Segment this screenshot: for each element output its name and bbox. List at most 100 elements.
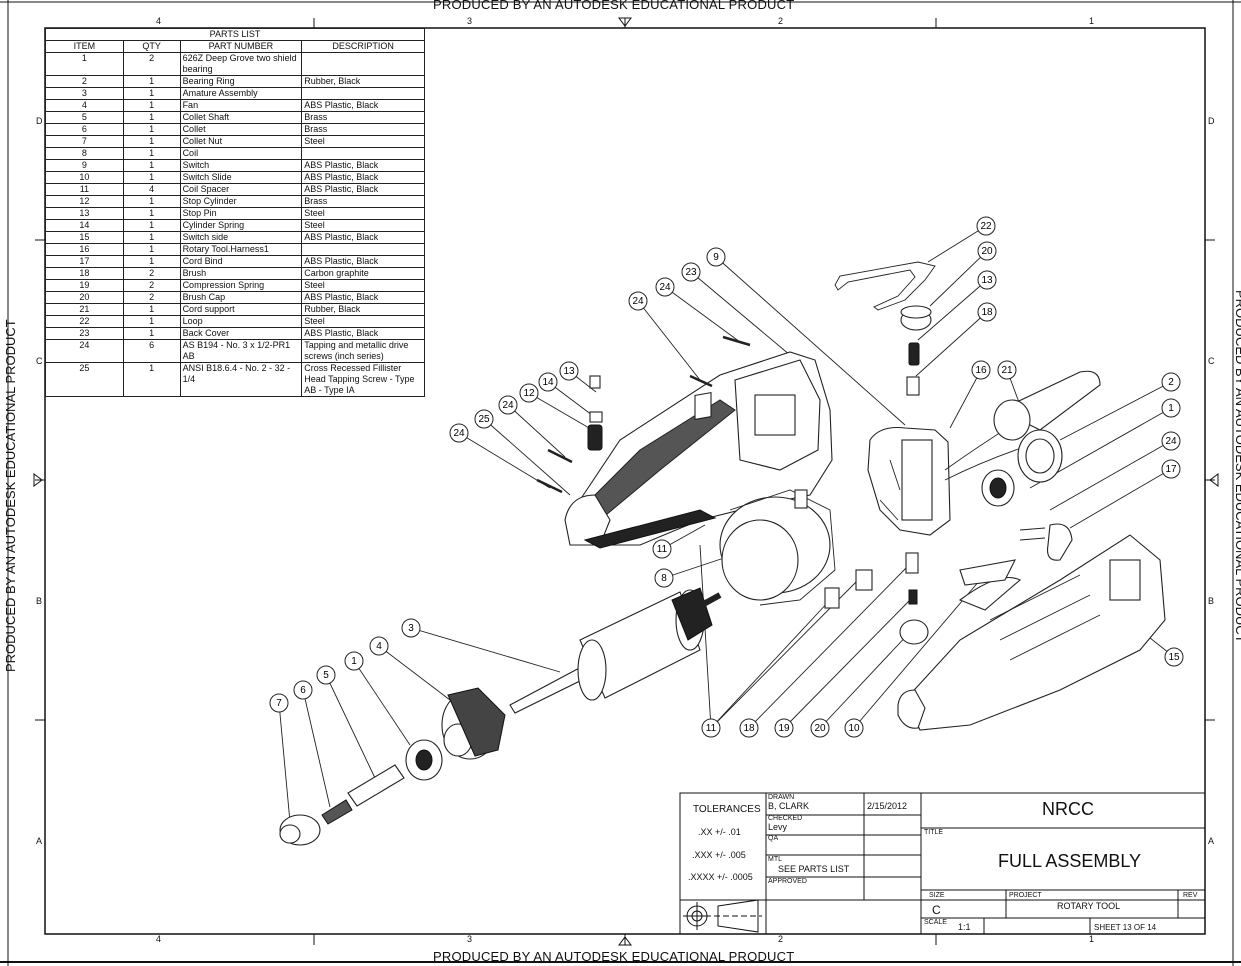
balloon-label: 7 [276, 698, 282, 709]
cord-support-part [981, 370, 1101, 507]
loop-wire [834, 261, 936, 311]
balloon-label: 22 [980, 221, 992, 232]
coil-part [719, 489, 836, 606]
zone-row-b: B [36, 596, 43, 606]
balloon-label: 9 [713, 252, 719, 263]
balloon-label: 11 [657, 544, 668, 555]
parts-list-table: PARTS LIST ITEM QTY PART NUMBER DESCRIPT… [45, 28, 425, 397]
item-balloon: 24 [449, 423, 469, 443]
item-balloon: 8 [654, 568, 674, 588]
zone-row-d: D [36, 116, 43, 126]
balloon-label: 19 [778, 723, 790, 734]
item-balloon: 3 [401, 618, 421, 638]
balloon-label: 8 [661, 573, 667, 584]
balloon-label: 12 [523, 388, 535, 399]
item-balloon: 5 [316, 665, 336, 685]
item-balloon: 23 [681, 262, 701, 282]
scale-label: SCALE [924, 919, 947, 926]
drawing-title: FULL ASSEMBLY [998, 851, 1142, 871]
watermark-bottom: PRODUCED BY AN AUTODESK EDUCATIONAL PROD… [433, 949, 795, 964]
balloon-label: 15 [1168, 652, 1180, 663]
tolerance-xx: .XX +/- .01 [698, 827, 741, 837]
item-balloon: 18 [739, 718, 759, 738]
item-balloon: 24 [628, 291, 648, 311]
item-balloon: 13 [977, 270, 997, 290]
zone-row-c: C [36, 356, 43, 366]
item-balloon: 21 [997, 360, 1017, 380]
item-balloon: 11 [652, 539, 672, 559]
brush-cap-part [900, 305, 932, 331]
balloon-label: 25 [478, 414, 490, 425]
zone-col-2-bottom: 2 [778, 934, 784, 944]
rev-label: REV [1183, 892, 1198, 899]
title-label: TITLE [924, 829, 944, 836]
item-balloon: 24 [498, 395, 518, 415]
balloon-label: 24 [453, 428, 465, 439]
checked-label: CHECKED [768, 815, 803, 822]
balloon-label: 23 [685, 267, 697, 278]
coil-spacer-parts [694, 391, 873, 609]
switch-side-housing [897, 534, 1166, 731]
item-balloon: 25 [474, 409, 494, 429]
item-balloon: 17 [1161, 459, 1181, 479]
armature-part [509, 587, 722, 714]
item-balloon: 24 [1161, 431, 1181, 451]
balloon-label: 1 [351, 656, 357, 667]
sheet-number: SHEET 13 OF 14 [1094, 923, 1157, 932]
zone-row-d-right: D [1208, 116, 1215, 126]
item-balloon: 22 [976, 216, 996, 236]
balloon-label: 24 [502, 400, 514, 411]
item-balloon: 20 [977, 241, 997, 261]
item-balloon: 6 [293, 680, 313, 700]
balloon-label: 20 [981, 246, 993, 257]
balloon-label: 2 [1168, 377, 1174, 388]
watermark-top: PRODUCED BY AN AUTODESK EDUCATIONAL PROD… [433, 0, 795, 12]
approved-label: APPROVED [768, 878, 807, 885]
spring-part [908, 342, 920, 366]
description-cell: Cross Recessed Fillister Head Tapping Sc… [301, 362, 425, 397]
item-balloon: 4 [369, 636, 389, 656]
brush-part [906, 376, 920, 396]
balloon-label: 11 [706, 723, 717, 734]
checked-by: Levy [768, 822, 788, 832]
item-cell: 25 [45, 362, 124, 397]
cord-bind-part [1019, 523, 1073, 561]
zone-col-4: 4 [156, 16, 162, 26]
item-balloon: 1 [344, 651, 364, 671]
screws-group [536, 335, 751, 494]
item-balloon: 9 [706, 247, 726, 267]
item-balloon: 1 [1161, 398, 1181, 418]
balloon-label: 21 [1001, 365, 1013, 376]
bearing-part [405, 739, 443, 781]
item-balloon: 19 [774, 718, 794, 738]
item-balloon: 24 [655, 277, 675, 297]
fan-part [441, 687, 506, 760]
item-balloon: 7 [269, 693, 289, 713]
balloon-label: 20 [814, 723, 826, 734]
balloon-label: 4 [376, 641, 382, 652]
balloon-label: 13 [981, 275, 993, 286]
balloon-label: 16 [975, 365, 987, 376]
project-value: ROTARY TOOL [1057, 901, 1121, 911]
zone-col-4-bottom: 4 [156, 934, 162, 944]
description-cell: Tapping and metallic drive screws (inch … [301, 339, 425, 363]
zone-row-c-right: C [1208, 356, 1215, 366]
collet-nut-part [279, 814, 321, 846]
balloon-label: 3 [408, 623, 414, 634]
